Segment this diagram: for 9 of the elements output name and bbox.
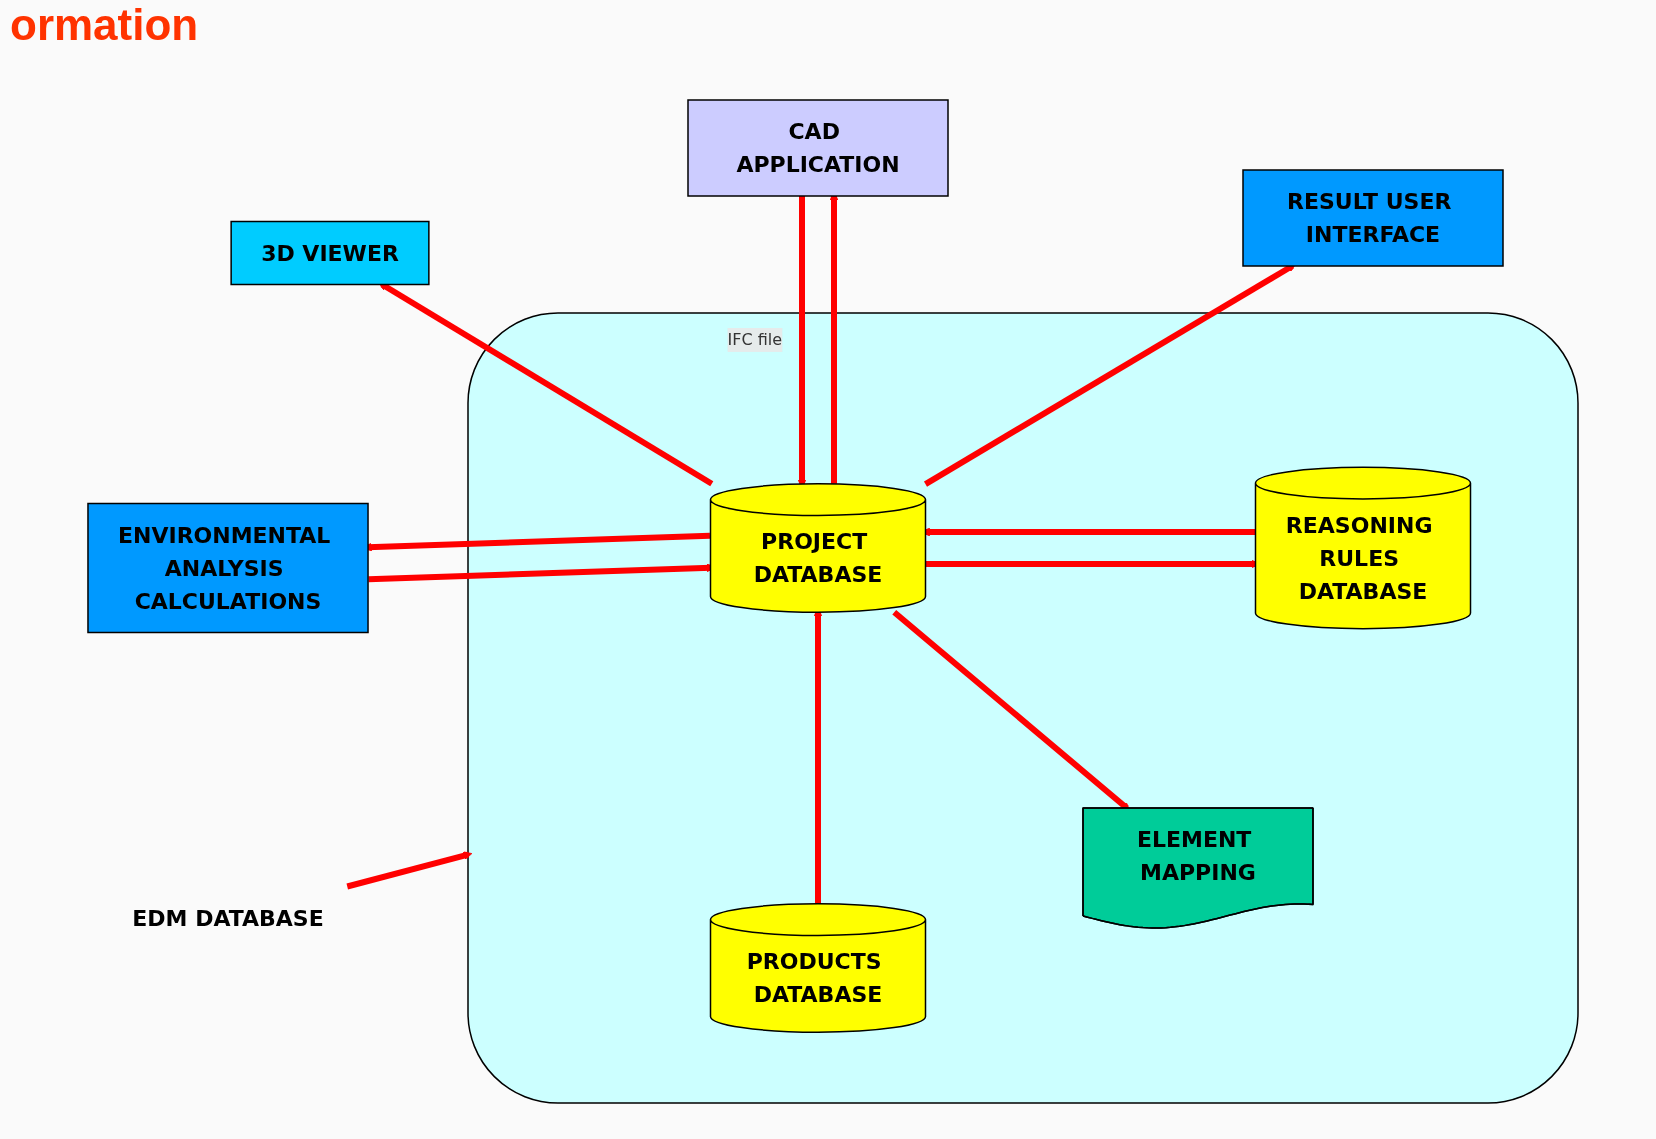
node-box: CAD APPLICATION — [687, 98, 949, 197]
edge-label: IFC file — [727, 329, 782, 349]
node-box: ENVIRONMENTAL ANALYSIS CALCULATIONS — [87, 502, 369, 633]
title: ormation — [10, 0, 199, 50]
node-text: EDM DATABASE — [132, 905, 324, 930]
cluster — [467, 311, 1579, 1104]
node-box: 3D VIEWER — [230, 220, 430, 285]
arrow — [346, 850, 473, 889]
node-box: RESULT USER INTERFACE — [1242, 168, 1504, 267]
